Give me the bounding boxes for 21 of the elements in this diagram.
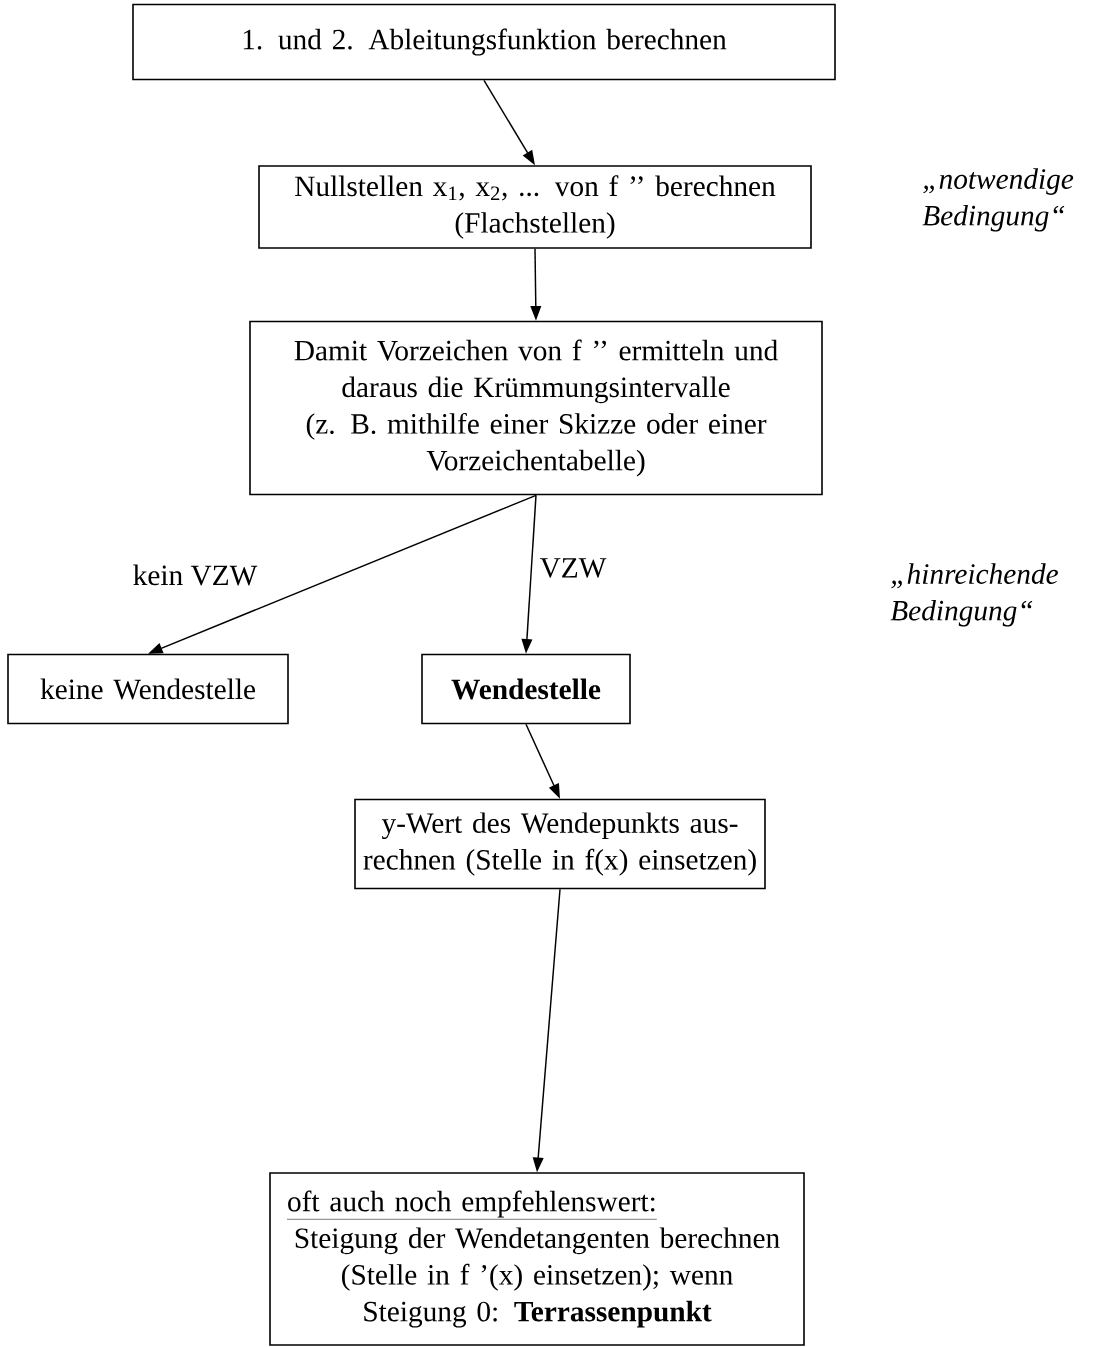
process-box bbox=[421, 653, 631, 725]
edge-label: VZW bbox=[539, 558, 607, 578]
side-note: „hinreichende Bedingung“ bbox=[890, 563, 1058, 627]
step-text: keine Wendestelle bbox=[40, 678, 255, 700]
step-text: y-Wert des Wendepunkts aus- rechnen (Stelle in f(x) einsetzen) bbox=[363, 812, 756, 876]
heading-text: oft auch noch empfehlenswert: bbox=[286, 1190, 658, 1220]
edge-label: kein VZW bbox=[133, 564, 258, 586]
process-box bbox=[132, 3, 836, 81]
process-box bbox=[258, 165, 812, 249]
step-text: Nullstellen x$_{1}$, x$_{2}$, ... von f ’’ berechnen bbox=[295, 175, 776, 201]
step-text: 1. und 2. Ableitungsfunktion berechnen bbox=[243, 28, 727, 56]
side-note: „notwendige Bedingung“ bbox=[922, 168, 1074, 232]
process-box bbox=[249, 320, 823, 496]
step-text: (Flachstellen) bbox=[455, 212, 615, 239]
step-text: (z. B. mithilfe einer Skizze oder einer Vorzeichentabelle) bbox=[306, 412, 767, 477]
process-box bbox=[354, 798, 766, 890]
step-text: Damit Vorzeichen von f ’’ ermitteln und daraus die Krümmungsintervalle bbox=[294, 339, 778, 404]
process-box bbox=[7, 653, 289, 725]
step-text: Steigung der Wendetangenten berechnen (Stelle in f ’(x) einsetzen); wenn Steigung 0: Terrassenpunkt bbox=[295, 1227, 780, 1328]
step-text: Wendestelle bbox=[451, 678, 601, 700]
process-box bbox=[269, 1172, 805, 1346]
